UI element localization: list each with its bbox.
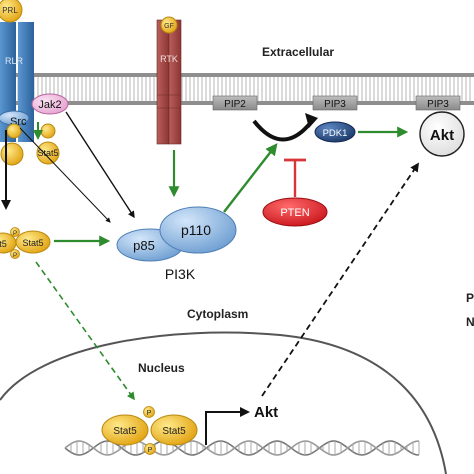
- signaling-arrows: [1, 111, 420, 401]
- pten-label: PTEN: [280, 207, 309, 219]
- pip3-lipid: PIP3: [312, 95, 358, 111]
- pi3k-complex: p85 p110 PI3K: [116, 206, 237, 282]
- pten-phosphatase: PTEN: [262, 197, 328, 227]
- p110-label: p110: [181, 222, 211, 238]
- cytoplasm-label: Cytoplasm: [187, 307, 248, 321]
- pdk1-label: PDK1: [323, 128, 348, 139]
- stat5-cut-label: t5: [0, 239, 7, 249]
- edge-label-p: P: [466, 291, 474, 305]
- pten-inhibition: [284, 158, 306, 197]
- jak2-kinase: Jak2: [31, 93, 69, 115]
- akt-gene-promoter: Akt: [205, 404, 278, 445]
- arrow-stat5-to-nucleus: [35, 261, 135, 401]
- akt-kinase: Akt: [419, 111, 465, 157]
- prl-label: PRL: [2, 6, 18, 15]
- extracellular-label: Extracellular: [262, 45, 334, 59]
- arrow-akt-gene-to-akt: [261, 162, 420, 397]
- prlr-label: RLR: [5, 56, 24, 66]
- phospho-label: P: [147, 410, 152, 417]
- pi3k-label: PI3K: [165, 266, 196, 282]
- edge-label-n: N: [466, 315, 474, 329]
- rtk-label: RTK: [160, 54, 178, 64]
- stat5-label: Stat5: [37, 148, 58, 158]
- phospho-label: P: [148, 447, 153, 454]
- stat5-dimer-cytoplasm: t5 Stat5 P P: [0, 227, 51, 259]
- stat5-dimer-label: Stat5: [22, 238, 43, 248]
- nuclear-envelope: [0, 331, 447, 474]
- pdk1-kinase: PDK1: [314, 121, 356, 143]
- receptor-tyrosine-kinase: GF RTK: [156, 16, 182, 145]
- arrow-jak2-to-pi3k: [65, 111, 135, 219]
- gf-label: GF: [164, 23, 174, 30]
- nuc-stat5-b-label: Stat5: [162, 426, 186, 437]
- pip3-right-label: PIP3: [427, 99, 449, 110]
- pip3-lipid-right: PIP3: [415, 95, 461, 111]
- p110-subunit: [159, 206, 237, 254]
- arrow-src-to-pi3k: [19, 127, 111, 223]
- stat5-dimer-nucleus: Stat5 Stat5 P P: [101, 406, 198, 455]
- akt-label: Akt: [430, 127, 454, 144]
- jak2-label: Jak2: [38, 99, 61, 111]
- phospho-label: P: [13, 253, 17, 259]
- nucleus-label: Nucleus: [138, 361, 185, 375]
- nuc-stat5-a-label: Stat5: [113, 426, 137, 437]
- pip-conversion-arrow: [252, 113, 318, 142]
- phospho-label: P: [13, 231, 17, 237]
- akt-gene-label: Akt: [254, 404, 278, 421]
- arrow-pi3k-to-pip3: [223, 143, 278, 213]
- p85-label: p85: [133, 238, 155, 253]
- pip2-lipid: PIP2: [212, 95, 258, 111]
- gf-ligand: [160, 16, 178, 34]
- stat5-membrane: Stat5: [0, 123, 60, 166]
- prl-ligand: [0, 0, 23, 23]
- pip3-label: PIP3: [324, 99, 346, 110]
- pip2-label: PIP2: [224, 99, 246, 110]
